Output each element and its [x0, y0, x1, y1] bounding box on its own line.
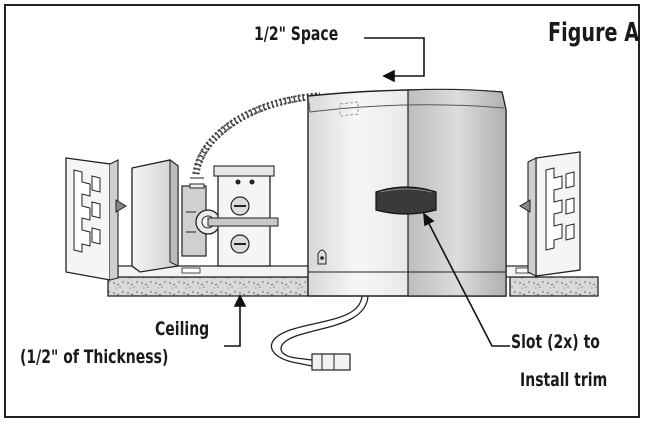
- ceiling-board: [107, 276, 599, 297]
- install-trim-label: Install trim: [520, 369, 608, 391]
- trim-slot: [375, 186, 437, 215]
- driver-box: [131, 159, 179, 273]
- figure-title: Figure A: [548, 18, 640, 48]
- right-bar-hanger: [519, 151, 581, 277]
- space-callout-label: 1/2" Space: [254, 23, 339, 45]
- callout-lines: [224, 37, 510, 347]
- flexible-conduit: [192, 92, 321, 175]
- ceiling-callout-label: Ceiling: [155, 318, 210, 340]
- slot-callout-label: Slot (2x) to: [511, 331, 600, 353]
- ceiling-thickness-label: (1/2" of Thickness): [20, 346, 169, 368]
- wire-pigtail: [270, 295, 369, 371]
- junction-box: [181, 165, 279, 267]
- left-bar-hanger: [65, 157, 127, 281]
